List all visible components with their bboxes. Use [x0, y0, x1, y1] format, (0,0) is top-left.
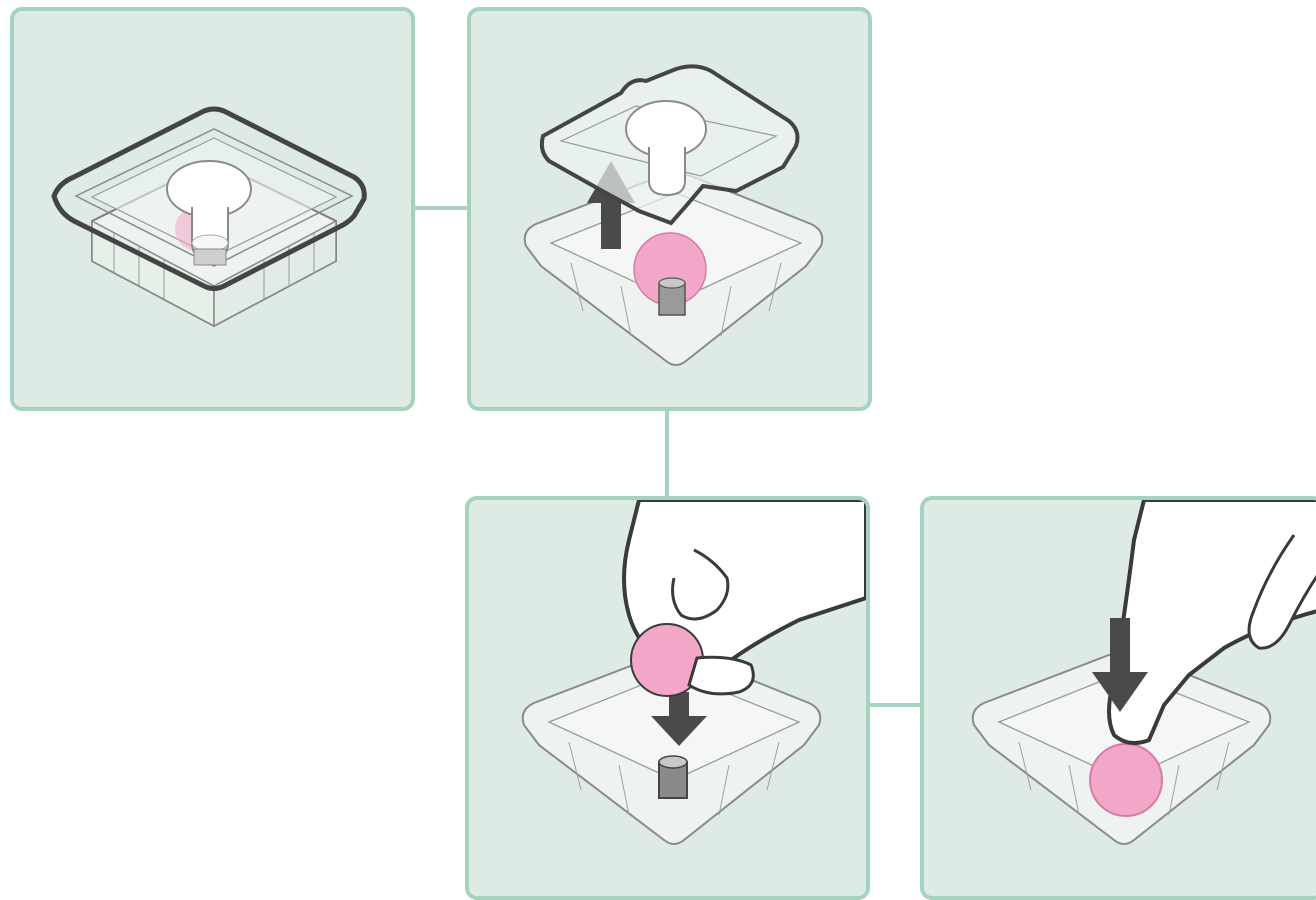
step-2-panel: [467, 7, 872, 411]
lift-lid-illustration: [471, 11, 868, 407]
press-sphere-illustration: [924, 500, 1316, 896]
connector-step1-step2: [412, 206, 470, 210]
metal-post: [659, 278, 685, 315]
thumb: [689, 657, 753, 694]
metal-post: [659, 756, 687, 798]
place-sphere-illustration: [469, 500, 866, 896]
step-1-panel: [10, 7, 415, 411]
step-3-panel: [465, 496, 870, 900]
sealed-tray-illustration: [14, 11, 411, 407]
step-4-panel: [920, 496, 1316, 900]
pink-sphere: [1090, 744, 1162, 816]
connector-step3-step4: [866, 703, 924, 707]
connector-step2-step3: [665, 408, 669, 500]
